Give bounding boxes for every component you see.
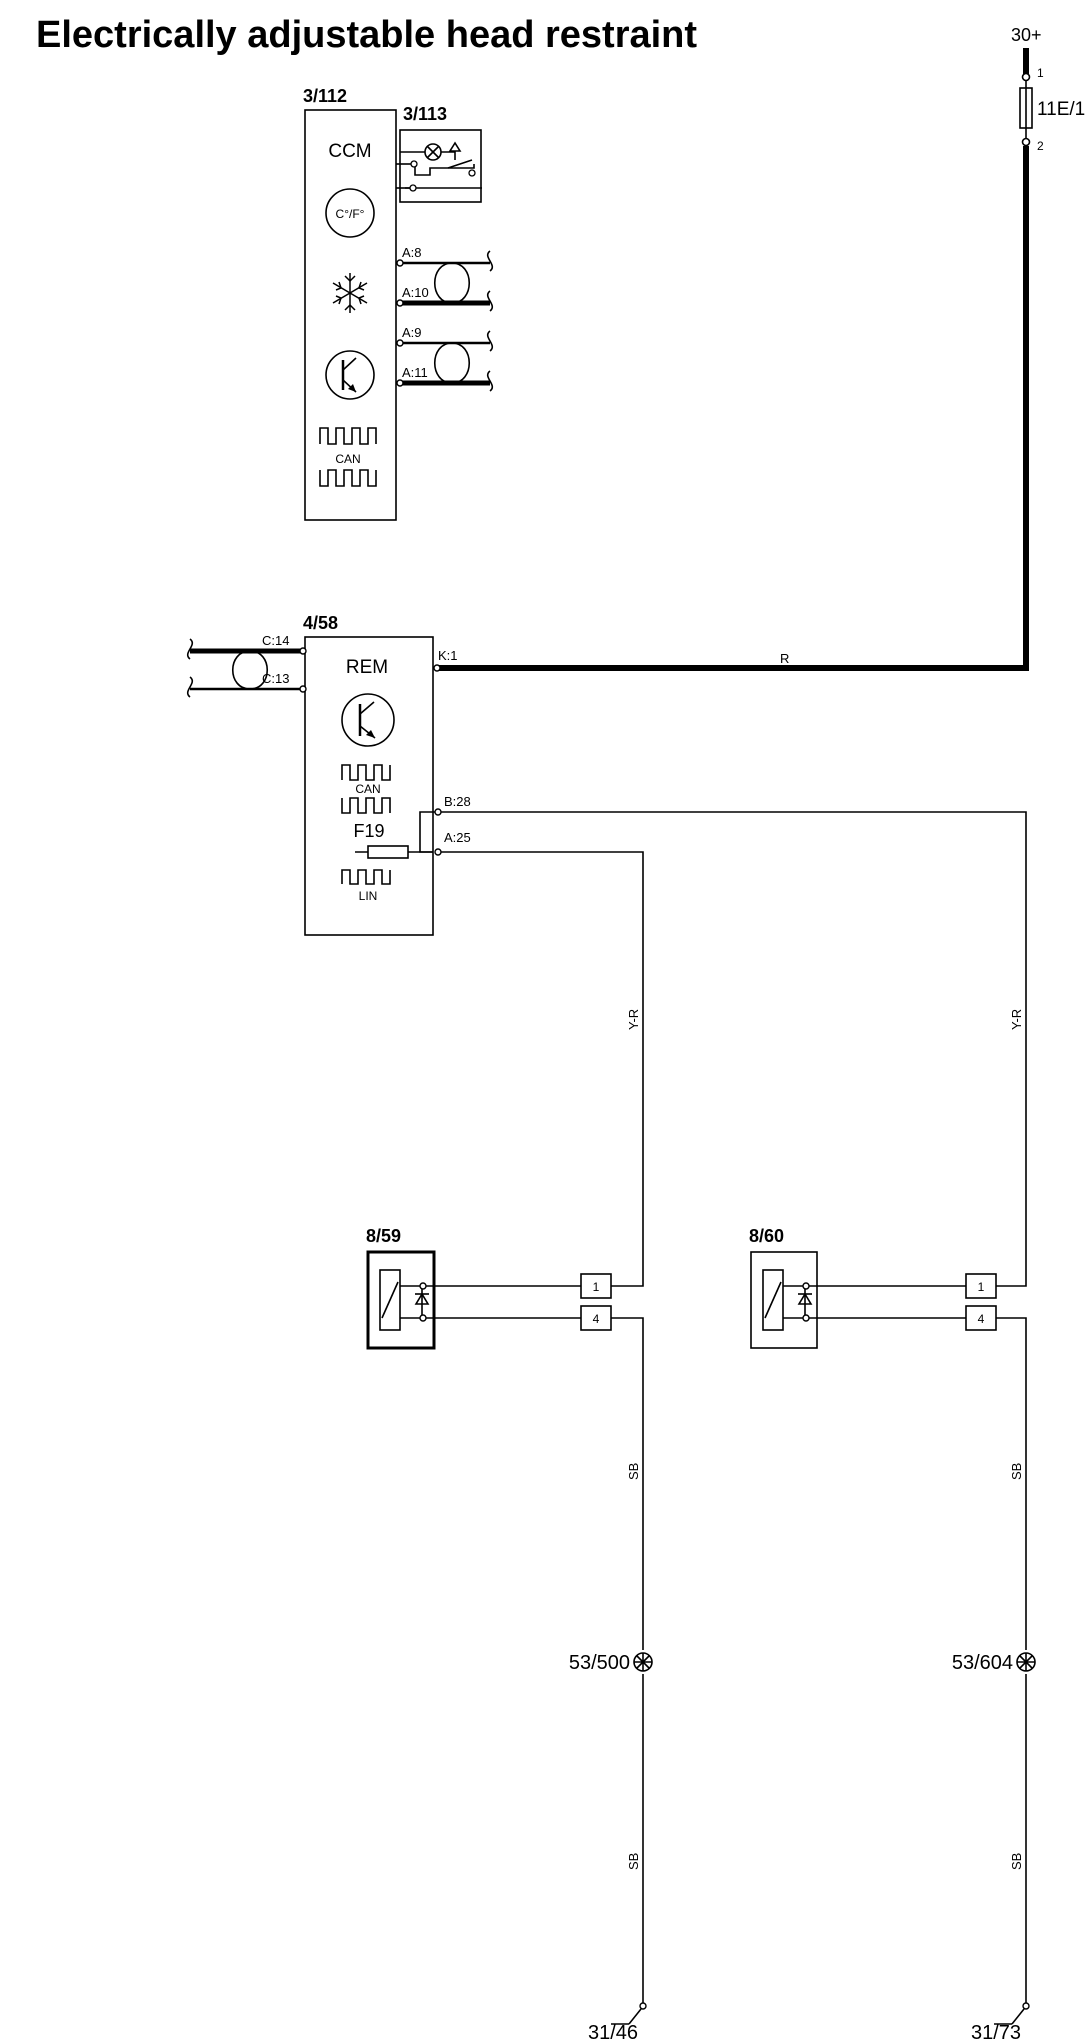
motor-right-id: 8/60 <box>749 1226 784 1246</box>
motor-left-id: 8/59 <box>366 1226 401 1246</box>
ccm-can-pair-2 <box>396 330 494 392</box>
rem-transistor-icon <box>341 693 395 747</box>
ccm-can-pair-1 <box>396 250 494 312</box>
ccm-can-label: CAN <box>335 452 360 466</box>
motor-left-pin-4: 4 <box>593 1312 600 1326</box>
right-ground-point-icon <box>1016 1652 1036 1672</box>
right-ground-switch-icon <box>994 2002 1030 2025</box>
transistor-icon <box>325 350 375 400</box>
left-ground-wire-color: SB <box>626 1463 641 1480</box>
panel-3-113: 3/113 <box>396 104 482 203</box>
rem-pin-b28: B:28 <box>444 794 471 809</box>
right-ground-wire-color-2: SB <box>1009 1853 1024 1870</box>
right-ground-point-label: 53/604 <box>952 1652 1013 1674</box>
rem-pin-k1: K:1 <box>438 648 458 663</box>
page-title: Electrically adjustable head restraint <box>36 14 697 56</box>
motor-right-pin-1: 1 <box>978 1280 985 1294</box>
motor-left: 8/59 1 4 <box>366 1226 612 1350</box>
can-bus-icon <box>319 427 377 487</box>
ground-switch-icon <box>611 2002 647 2025</box>
ccm-pin-a8: A:8 <box>402 245 422 260</box>
ccm-box <box>304 109 397 521</box>
ccm-temp-icon <box>325 188 375 238</box>
rem-fuse-label: F19 <box>353 821 384 841</box>
left-signal-wire-color: Y-R <box>626 1009 641 1030</box>
left-ground-label: 31/46 <box>588 2022 638 2040</box>
supply-pin-2-label: 2 <box>1037 139 1044 153</box>
ccm-id: 3/112 <box>303 86 347 106</box>
ccm-label: CCM <box>328 141 371 162</box>
supply-pin-1-label: 1 <box>1037 66 1044 80</box>
lin-bus-icon <box>341 869 391 885</box>
motor-left-pin-1: 1 <box>593 1280 600 1294</box>
ccm-temp-label: C°/F° <box>336 207 365 221</box>
ground-wires-right: SB SB 53/604 31/73 <box>952 1317 1036 2040</box>
supply-pin-2-dot <box>1021 137 1031 147</box>
supply-wire-r <box>438 146 1029 671</box>
ccm-pin-a10: A:10 <box>402 285 429 300</box>
supply-pin-1-dot <box>1021 72 1031 82</box>
rem-id: 4/58 <box>303 613 338 633</box>
rem-lin-label: LIN <box>359 889 378 903</box>
panel-id: 3/113 <box>403 104 447 124</box>
rem-module: 4/58 REM CAN F19 LIN K:1 C:14 C:13 B <box>186 613 471 936</box>
rem-label: REM <box>346 657 388 678</box>
motor-right: 8/60 1 4 <box>749 1226 997 1349</box>
rem-pin-c14: C:14 <box>262 633 289 648</box>
snowflake-icon <box>332 273 368 313</box>
ccm-pins: A:8 A:10 A:9 A:11 <box>402 245 429 380</box>
rem-can-icon <box>341 764 391 814</box>
rem-can-label: CAN <box>355 782 380 796</box>
supply-fuse-label: 11E/1 <box>1037 99 1085 120</box>
motor-right-box <box>750 1251 818 1349</box>
rem-box <box>304 636 434 936</box>
supply-wire-color: R <box>780 651 789 666</box>
left-ground-wire-color-2: SB <box>626 1853 641 1870</box>
ground-wires-left: SB SB 53/500 31/46 <box>569 1317 653 2040</box>
ccm-pin-a11: A:11 <box>402 365 428 380</box>
motor-left-connector-1 <box>580 1273 612 1299</box>
supply-feed: 30+ 1 11E/1 2 R <box>438 25 1085 671</box>
right-signal-wire-color: Y-R <box>1009 1009 1024 1030</box>
rem-pin-c13: C:13 <box>262 671 289 686</box>
ccm-pin-a9: A:9 <box>402 325 422 340</box>
signal-wires: Y-R Y-R <box>441 811 1027 1287</box>
ground-point-icon <box>633 1652 653 1672</box>
motor-right-pin-4: 4 <box>978 1312 985 1326</box>
motor-left-box <box>366 1250 436 1350</box>
supply-terminal-label: 30+ <box>1011 25 1042 45</box>
rem-pin-a25: A:25 <box>444 830 471 845</box>
left-signal-wire <box>441 851 644 1287</box>
right-signal-wire <box>441 811 1027 1287</box>
left-ground-point-label: 53/500 <box>569 1652 630 1674</box>
rem-can-pair <box>186 638 307 698</box>
rem-fuse-icon <box>367 845 409 859</box>
motor-right-connector-1 <box>965 1273 997 1299</box>
right-ground-wire-color: SB <box>1009 1463 1024 1480</box>
ccm-module: 3/112 CCM C°/F° <box>303 86 494 521</box>
right-ground-label: 31/73 <box>971 2022 1021 2040</box>
